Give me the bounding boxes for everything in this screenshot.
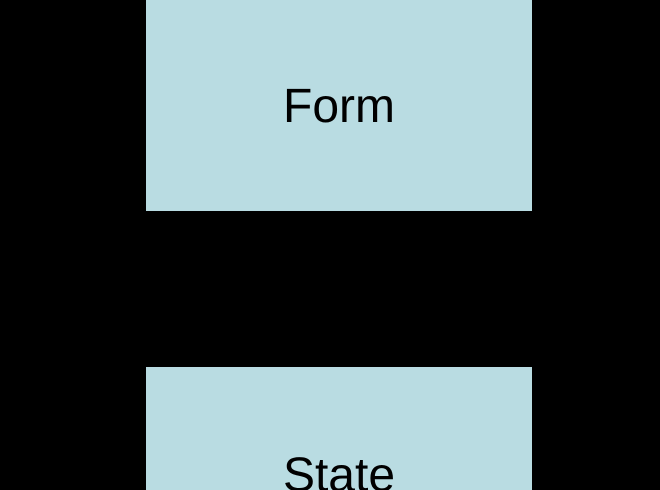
- diagram-node-state-label: State: [282, 449, 396, 490]
- diagram-node-form[interactable]: Form: [146, 0, 532, 211]
- diagram-node-form-label: Form: [283, 80, 395, 133]
- diagram-node-state[interactable]: State: [146, 367, 532, 490]
